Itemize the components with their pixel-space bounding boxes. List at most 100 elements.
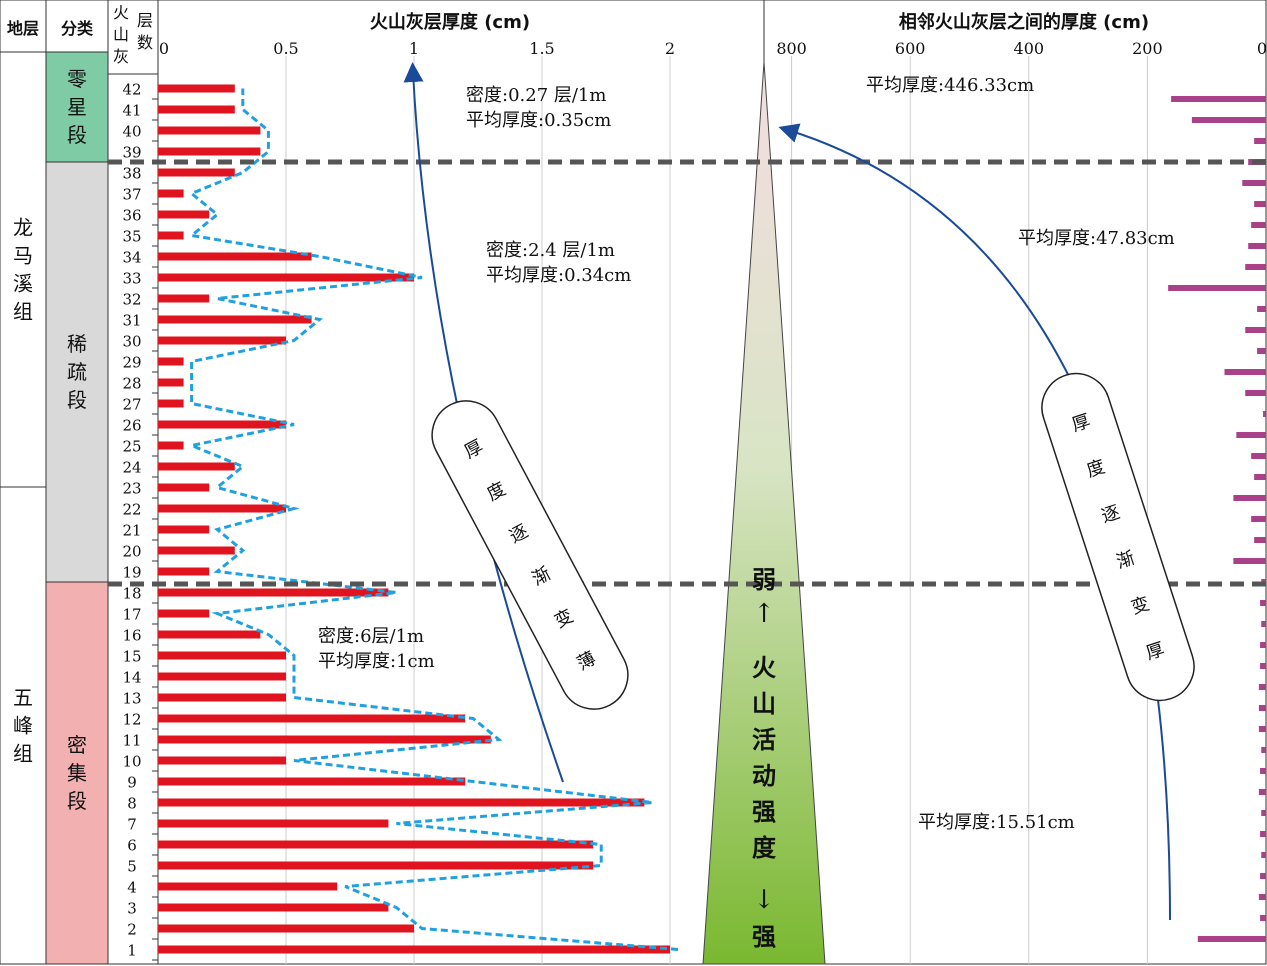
category-block xyxy=(45,161,109,583)
layer-number-label: 17 xyxy=(122,606,141,624)
category-label: 零星段 xyxy=(67,67,87,147)
interval-thickness-bar xyxy=(1251,222,1266,228)
layer-number-label: 4 xyxy=(127,879,137,897)
ash-thickness-bar xyxy=(158,651,286,660)
stratum-label: 五峰组 xyxy=(13,686,33,766)
ash-thickness-bar xyxy=(158,357,184,366)
layer-number-label: 5 xyxy=(127,858,137,876)
interval-thickness-bar xyxy=(1245,390,1266,396)
ash-thickness-bar xyxy=(158,210,210,219)
layer-number-label: 21 xyxy=(122,522,141,540)
left-tick-label: 0.5 xyxy=(273,39,298,58)
layer-number-label: 37 xyxy=(122,186,141,204)
annotation-right-avg-mid: 平均厚度:47.83cm xyxy=(1018,228,1175,249)
layer-number-label: 30 xyxy=(122,333,141,351)
layer-number-label: 38 xyxy=(122,165,141,183)
interval-thickness-bar xyxy=(1191,117,1266,123)
layer-number-label: 34 xyxy=(122,249,141,267)
interval-thickness-bar xyxy=(1233,558,1266,564)
ash-thickness-bar xyxy=(158,105,235,114)
interval-thickness-bar xyxy=(1261,852,1266,858)
intensity-arrow-down: ↓ xyxy=(753,885,775,915)
layer-number-label: 32 xyxy=(122,291,141,309)
annotation-mid-density: 密度:2.4 层/1m xyxy=(486,240,615,261)
layer-number-label: 16 xyxy=(122,627,141,645)
layer-number-label: 8 xyxy=(127,795,137,813)
interval-thickness-bar xyxy=(1242,180,1266,186)
layer-number-label: 36 xyxy=(122,207,141,225)
ash-thickness-bar xyxy=(158,882,338,891)
right-tick-label: 800 xyxy=(776,39,807,58)
dashed-envelope-line xyxy=(186,88,679,951)
ash-thickness-bar xyxy=(158,231,184,240)
interval-thickness-bar xyxy=(1251,516,1266,522)
layer-number-label: 15 xyxy=(122,648,141,666)
stratum-column xyxy=(0,0,47,965)
header-layer-count-1: 火山灰 xyxy=(113,3,129,66)
right-tick-label: 0 xyxy=(1257,39,1267,58)
interval-thickness-bar xyxy=(1260,915,1266,921)
ash-thickness-bar xyxy=(158,168,235,177)
ash-thickness-bar xyxy=(158,903,389,912)
header-stratum: 地层 xyxy=(7,19,39,38)
layer-number-label: 19 xyxy=(122,564,141,582)
interval-thickness-bar xyxy=(1258,705,1266,711)
interval-thickness-bar xyxy=(1258,684,1266,690)
left-tick-label: 2 xyxy=(665,39,675,58)
header-layer-count-2: 层数 xyxy=(137,11,153,52)
annotation-mid-avg: 平均厚度:0.34cm xyxy=(486,265,631,286)
interval-thickness-bar xyxy=(1254,474,1266,480)
ash-thickness-bar xyxy=(158,504,286,513)
ash-thickness-bar xyxy=(158,693,286,702)
intensity-label: 火山活动强度 xyxy=(752,653,777,862)
ash-thickness-bar xyxy=(158,378,184,387)
left-axis-title: 火山灰层厚度 (cm) xyxy=(370,11,530,33)
interval-thickness-bar xyxy=(1224,369,1266,375)
interval-thickness-bar xyxy=(1254,138,1266,144)
interval-thickness-bar xyxy=(1171,96,1266,102)
layer-number-label: 41 xyxy=(122,102,141,120)
category-block xyxy=(45,51,109,163)
ash-thickness-bar xyxy=(158,294,210,303)
category-block xyxy=(45,581,109,965)
layer-number-label: 12 xyxy=(122,711,141,729)
layer-number-label: 33 xyxy=(122,270,141,288)
interval-thickness-bar xyxy=(1248,243,1266,249)
interval-thickness-bar xyxy=(1258,894,1266,900)
interval-thickness-bar xyxy=(1168,285,1266,291)
ash-thickness-bar xyxy=(158,420,286,429)
interval-thickness-bar xyxy=(1260,768,1266,774)
ash-thickness-bar xyxy=(158,126,261,135)
right-trend-label: 厚度逐渐变厚 xyxy=(1069,411,1167,665)
layer-number-label: 22 xyxy=(122,501,141,519)
ash-thickness-bar xyxy=(158,588,389,597)
interval-thickness-bar xyxy=(1260,873,1266,879)
ash-thickness-bar xyxy=(158,525,210,534)
interval-thickness-bar xyxy=(1233,495,1266,501)
left-tick-label: 1 xyxy=(409,39,419,58)
ash-thickness-bar xyxy=(158,756,286,765)
layer-number-label: 26 xyxy=(122,417,141,435)
ash-thickness-bar xyxy=(158,840,594,849)
intensity-weak: 弱 xyxy=(752,565,776,594)
interval-thickness-bar xyxy=(1258,726,1266,732)
ash-thickness-bar xyxy=(158,714,466,723)
ash-thickness-bar xyxy=(158,462,235,471)
interval-thickness-bar xyxy=(1251,453,1266,459)
layer-number-label: 28 xyxy=(122,375,141,393)
annotation-right-avg-bottom: 平均厚度:15.51cm xyxy=(918,812,1075,833)
interval-thickness-bar xyxy=(1236,432,1266,438)
left-tick-label: 0 xyxy=(159,39,169,58)
interval-thickness-bar xyxy=(1245,327,1266,333)
interval-thickness-bar xyxy=(1260,600,1266,606)
ash-thickness-bar xyxy=(158,945,670,954)
interval-thickness-bar xyxy=(1261,621,1266,627)
interval-thickness-bar xyxy=(1257,306,1266,312)
right-trend-capsule: 厚度逐渐变厚 xyxy=(1041,372,1195,702)
layer-number-label: 29 xyxy=(122,354,141,372)
ash-thickness-bar xyxy=(158,546,235,555)
